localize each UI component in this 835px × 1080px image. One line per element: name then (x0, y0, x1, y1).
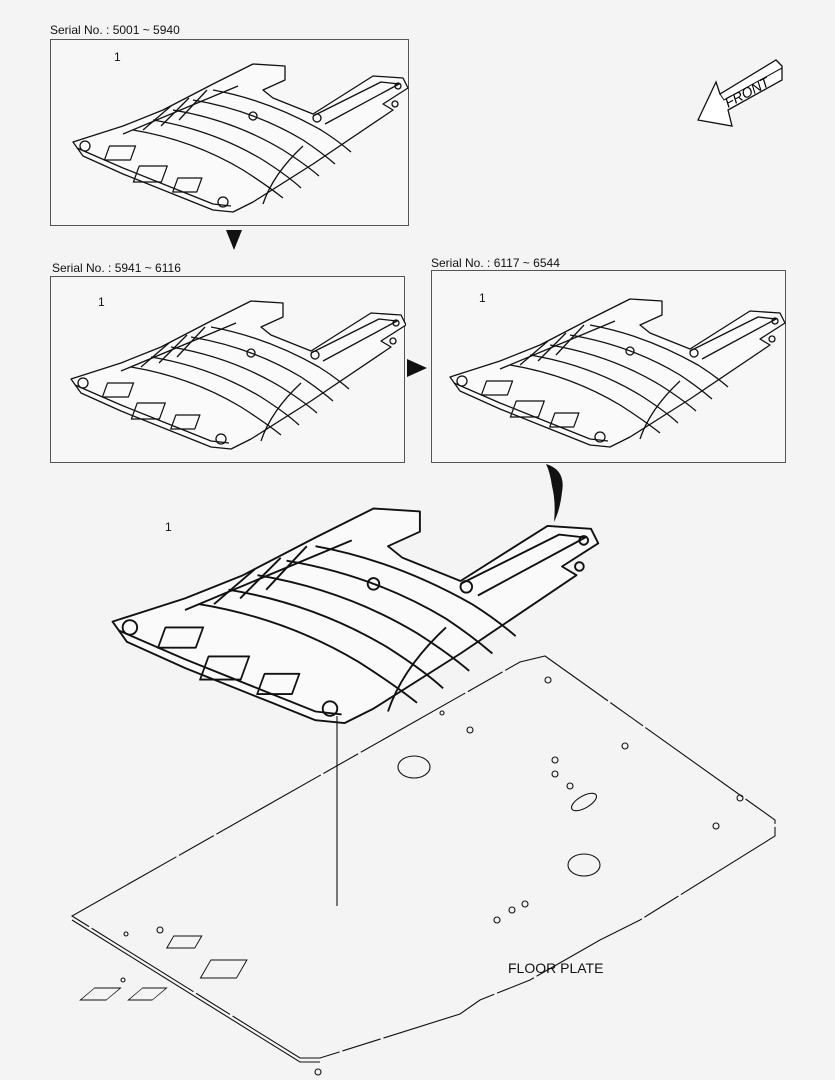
right-arrow-icon (407, 359, 427, 377)
curved-arrow-icon (546, 464, 563, 522)
tray-drawing-1 (72, 63, 409, 213)
panel-serial-6117-6544: 1 (431, 270, 786, 463)
main-tray-drawing (70, 507, 776, 1076)
down-arrow-icon (226, 230, 242, 250)
callout-1: 1 (165, 520, 172, 534)
serial-label-1: Serial No. : 5001 ~ 5940 (50, 23, 180, 37)
callout-1: 1 (98, 295, 105, 309)
panel-serial-5941-6116: 1 (50, 276, 406, 463)
panel-serial-5001-5940: 1 (50, 39, 409, 226)
floor-plate-label: FLOOR PLATE (508, 960, 604, 976)
serial-label-3: Serial No. : 6117 ~ 6544 (431, 256, 560, 270)
main-assembly: 1 FLOOR PLATE (0, 480, 835, 1080)
callout-1: 1 (479, 291, 486, 305)
callout-1: 1 (114, 50, 121, 64)
front-arrow-icon: FRONT (697, 59, 783, 127)
serial-label-2: Serial No. : 5941 ~ 6116 (52, 261, 181, 275)
